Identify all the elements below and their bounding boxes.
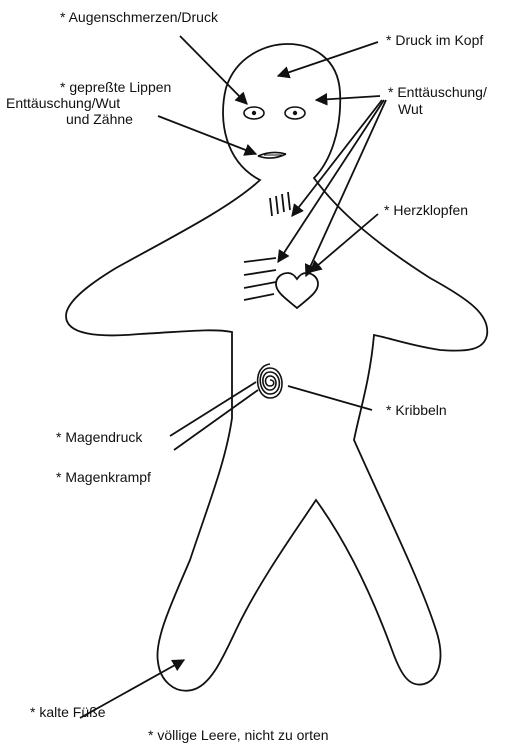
label-enttaeuschung-1: * Enttäuschung/ (388, 84, 487, 100)
left-eye (244, 107, 264, 119)
label-druck-kopf: * Druck im Kopf (386, 32, 483, 48)
label-herzklopfen: * Herzklopfen (384, 202, 468, 218)
label-magenkrampf: * Magenkrampf (56, 469, 151, 485)
label-leere: * völlige Leere, nicht zu orten (148, 727, 329, 743)
label-kribbeln: * Kribbeln (386, 402, 447, 418)
label-lippen-2: Enttäuschung/Wut (6, 95, 120, 111)
label-lippen-3: und Zähne (66, 111, 133, 127)
right-eye (285, 107, 305, 119)
label-magendruck: * Magendruck (56, 429, 143, 445)
label-enttaeuschung-2: Wut (398, 101, 423, 117)
label-lippen-1: * gepreßte Lippen (60, 79, 171, 95)
body-outline (66, 44, 487, 691)
label-augenschmerzen: * Augenschmerzen/Druck (60, 9, 219, 25)
label-kalte-fuesse: * kalte Füße (30, 704, 106, 720)
